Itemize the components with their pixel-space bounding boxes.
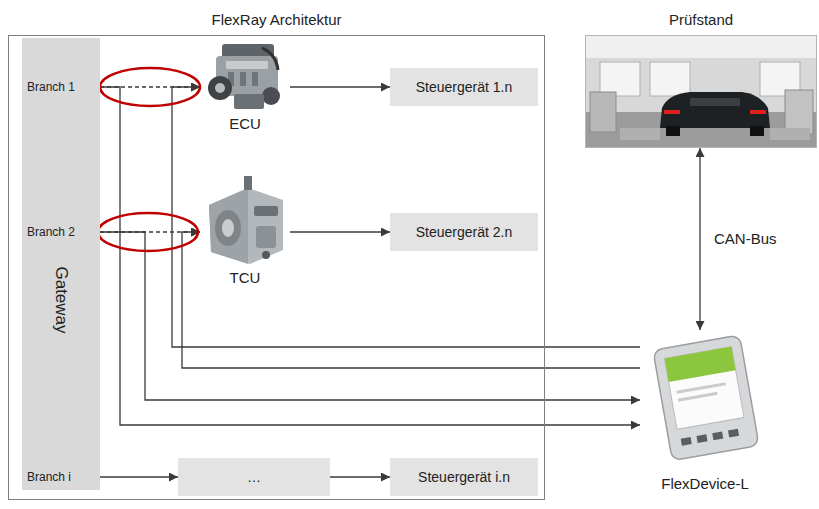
connector-arrow <box>182 232 640 368</box>
connector-arrow <box>290 86 390 87</box>
connector-arrow <box>699 148 700 330</box>
flexdevice-illustration <box>653 335 759 461</box>
connector-arrow <box>100 87 640 425</box>
branch-label: Branch i <box>27 470 71 484</box>
unit-label: TCU <box>200 269 290 286</box>
box-label: … <box>247 469 261 485</box>
unit-label: FlexDevice-L <box>640 475 770 492</box>
connector-arrow <box>100 476 178 477</box>
gateway-band: Branch 1 Branch 2 GatewayBranch i <box>22 38 100 490</box>
control-unit-box: Steuergerät 2.n <box>390 213 538 251</box>
placeholder-box: … <box>178 458 330 496</box>
connector-arrow <box>290 231 390 232</box>
engine-illustration <box>208 44 280 109</box>
gateway-label: Gateway <box>51 261 71 339</box>
box-label: Steuergerät 1.n <box>416 79 513 95</box>
flexdevice-unit: FlexDevice-L <box>640 330 770 494</box>
control-unit-box: Steuergerät 1.n <box>390 68 538 106</box>
connector-arrow <box>100 232 640 400</box>
bus-label: CAN-Bus <box>712 230 779 247</box>
frame-heading: Prüfstand <box>586 11 816 28</box>
test-bench-frame: Prüfstand <box>585 35 817 148</box>
box-label: Steuergerät i.n <box>418 469 510 485</box>
unit-label: ECU <box>200 115 290 132</box>
gearbox-illustration <box>209 176 283 264</box>
frame-heading: FlexRay Architektur <box>9 11 544 28</box>
branch-label: Branch 1 <box>27 80 75 94</box>
highlight-ellipse <box>98 213 198 251</box>
branch-label: Branch 2 <box>27 225 75 239</box>
test-bench-photo <box>586 36 816 147</box>
connector-arrow <box>330 476 390 477</box>
architecture-frame: FlexRay ArchitekturBranch 1Branch 2Gatew… <box>8 35 545 500</box>
control-unit-box: Steuergerät i.n <box>390 458 538 496</box>
tcu-unit: TCU <box>200 168 290 288</box>
connector-arrow <box>172 87 640 347</box>
box-label: Steuergerät 2.n <box>416 224 513 240</box>
highlight-ellipse <box>100 68 200 106</box>
ecu-unit: ECU <box>200 38 290 134</box>
